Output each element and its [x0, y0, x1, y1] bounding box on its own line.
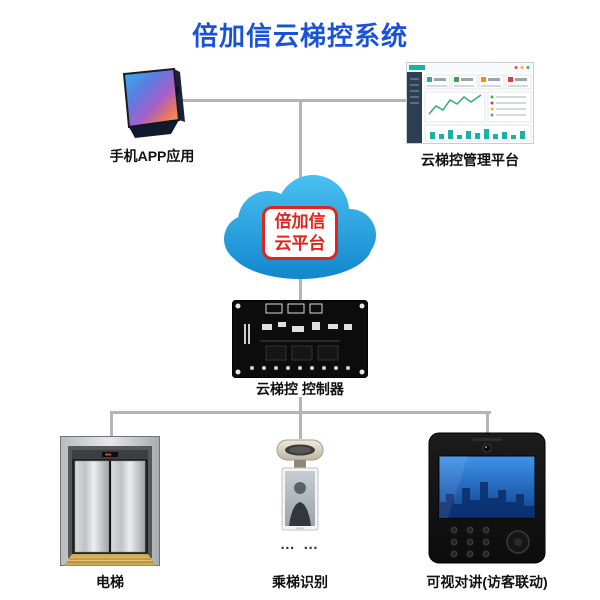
connector-top-vertical — [299, 99, 302, 187]
connector-top-horizontal — [182, 99, 412, 102]
foldable-phone-image — [122, 67, 185, 138]
phone-label: 手机APP应用 — [109, 148, 195, 164]
elevator-label: 电梯 — [96, 574, 124, 590]
connector-controller-to-bus — [299, 397, 302, 413]
platform-node — [406, 62, 534, 144]
face-recognition-device-image — [276, 439, 324, 531]
phone-node — [108, 66, 196, 144]
cloud-badge-line1: 倍加信 — [274, 212, 326, 231]
intercom-node — [428, 432, 546, 564]
intercom-label: 可视对讲(访客联动) — [426, 574, 548, 590]
controller-node — [232, 300, 368, 378]
video-intercom-image — [428, 432, 546, 564]
cloud-badge-line2: 云平台 — [274, 234, 326, 254]
recognition-node — [276, 438, 324, 536]
platform-label: 云梯控管理平台 — [421, 152, 519, 168]
more-devices-ellipsis: … … — [279, 536, 321, 553]
connector-cloud-to-controller — [299, 277, 302, 302]
recognition-label: 乘梯识别 — [272, 574, 328, 590]
elevator-image — [60, 436, 160, 566]
page-title: 倍加信云梯控系统 — [191, 21, 408, 51]
connector-drop-intercom — [486, 411, 489, 433]
connector-drop-elevator — [110, 411, 113, 437]
controller-board-image — [232, 300, 368, 378]
dashboard-image — [406, 62, 534, 144]
controller-label: 云梯控 控制器 — [256, 381, 344, 397]
connector-drop-recognition — [299, 411, 302, 439]
cloud-badge: 倍加信 云平台 — [262, 206, 338, 261]
elevator-node — [60, 436, 160, 566]
